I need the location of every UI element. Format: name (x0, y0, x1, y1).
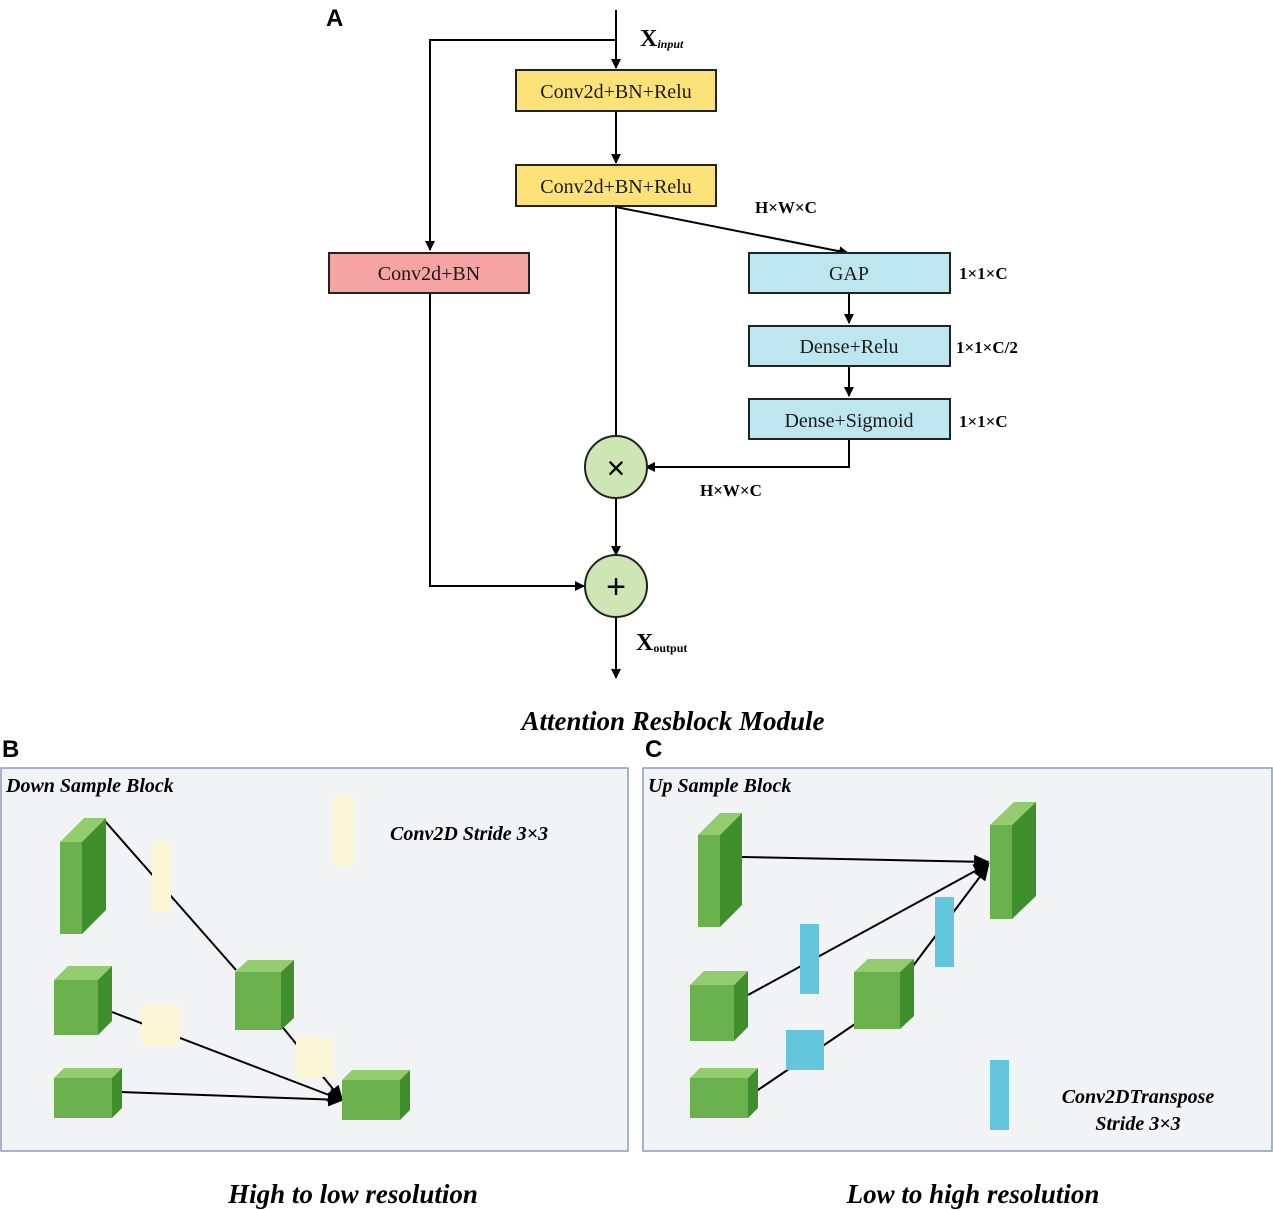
panel-b-caption: High to low resolution (227, 1179, 478, 1209)
b-cube-output (342, 1070, 410, 1120)
gap-box: GAP (748, 252, 951, 294)
panel-c-legend-line1: Conv2DTranspose (1062, 1086, 1215, 1108)
b-cube-mid (235, 960, 294, 1030)
c-kernel-3 (786, 1030, 824, 1070)
dense-relu-box: Dense+Relu (748, 325, 951, 367)
b-cube-bottom-left (54, 1068, 122, 1118)
c-arrow-mid-left (747, 863, 990, 996)
dim-dense-relu: 1×1×C/2 (956, 338, 1018, 357)
panel-b-legend-text: Conv2D Stride 3×3 (390, 823, 548, 845)
panel-a-caption: Attention Resblock Module (519, 706, 824, 736)
c-cube-tall-output (990, 802, 1036, 919)
shortcut-to-add-arrow (429, 294, 585, 591)
conv1-box: Conv2d+BN+Relu (515, 69, 717, 112)
panel-b-title: Down Sample Block (5, 775, 174, 797)
c-kernel-2 (935, 897, 954, 967)
add-operator: + (584, 554, 648, 618)
dense-relu-label: Dense+Relu (799, 336, 898, 358)
conv2-box: Conv2d+BN+Relu (515, 164, 717, 207)
panel-c-title: Up Sample Block (648, 775, 791, 797)
dim-gap: 1×1×C (959, 264, 1008, 283)
panel-c-caption: Low to high resolution (846, 1179, 1100, 1209)
c-cube-bottom-left (690, 1068, 758, 1118)
input-label: Xinput (640, 26, 684, 52)
panel-c: C Up Sample Block (642, 736, 1273, 1209)
b-kernel-2 (142, 1006, 180, 1046)
panel-c-legend-line2: Stride 3×3 (1095, 1113, 1180, 1135)
conv2-label: Conv2d+BN+Relu (540, 176, 691, 198)
shortcut-branch-arrow (425, 39, 616, 251)
b-kernel-3 (296, 1037, 334, 1077)
c-cube-mid (854, 959, 914, 1029)
panel-a-letter: A (326, 5, 343, 32)
dim-after-conv2: H×W×C (755, 198, 817, 217)
dim-to-multiply: H×W×C (700, 481, 762, 500)
panel-b-legend-kernel (334, 795, 353, 865)
panel-c-legend-kernel (990, 1060, 1009, 1130)
shortcut-label: Conv2d+BN (378, 263, 480, 285)
dense-sigmoid-label: Dense+Sigmoid (784, 410, 913, 432)
c-arrow-top (741, 854, 990, 869)
dense-sigmoid-box: Dense+Sigmoid (748, 398, 951, 440)
multiply-symbol: × (607, 450, 626, 486)
gap-label: GAP (829, 263, 869, 285)
b-cube-mid-left (54, 966, 112, 1035)
multiply-operator: × (584, 435, 648, 499)
dim-dense-sigmoid: 1×1×C (959, 412, 1008, 431)
panel-b-letter: B (2, 736, 19, 763)
c-cube-tall-left (698, 813, 742, 927)
b-arrow-bottom-to-out (119, 1091, 344, 1107)
conv1-label: Conv2d+BN+Relu (540, 81, 691, 103)
c-cube-mid-left (690, 971, 748, 1041)
sigmoid-to-multiply-arrow (645, 440, 850, 472)
panel-c-letter: C (645, 736, 662, 763)
add-symbol: + (606, 568, 626, 606)
panel-b: B Down Sample Block Conv2D Stride 3×3 (0, 736, 629, 1209)
shortcut-box: Conv2d+BN (328, 252, 530, 294)
c-kernel-1 (800, 924, 819, 994)
b-kernel-1 (152, 842, 171, 912)
output-label: Xoutput (636, 630, 687, 656)
panel-a: A Xinput Conv2d+BN+Relu Conv2d+BN+Relu C… (326, 5, 1018, 736)
conv2-to-gap-arrow (615, 206, 849, 257)
b-cube-tall (60, 818, 106, 934)
